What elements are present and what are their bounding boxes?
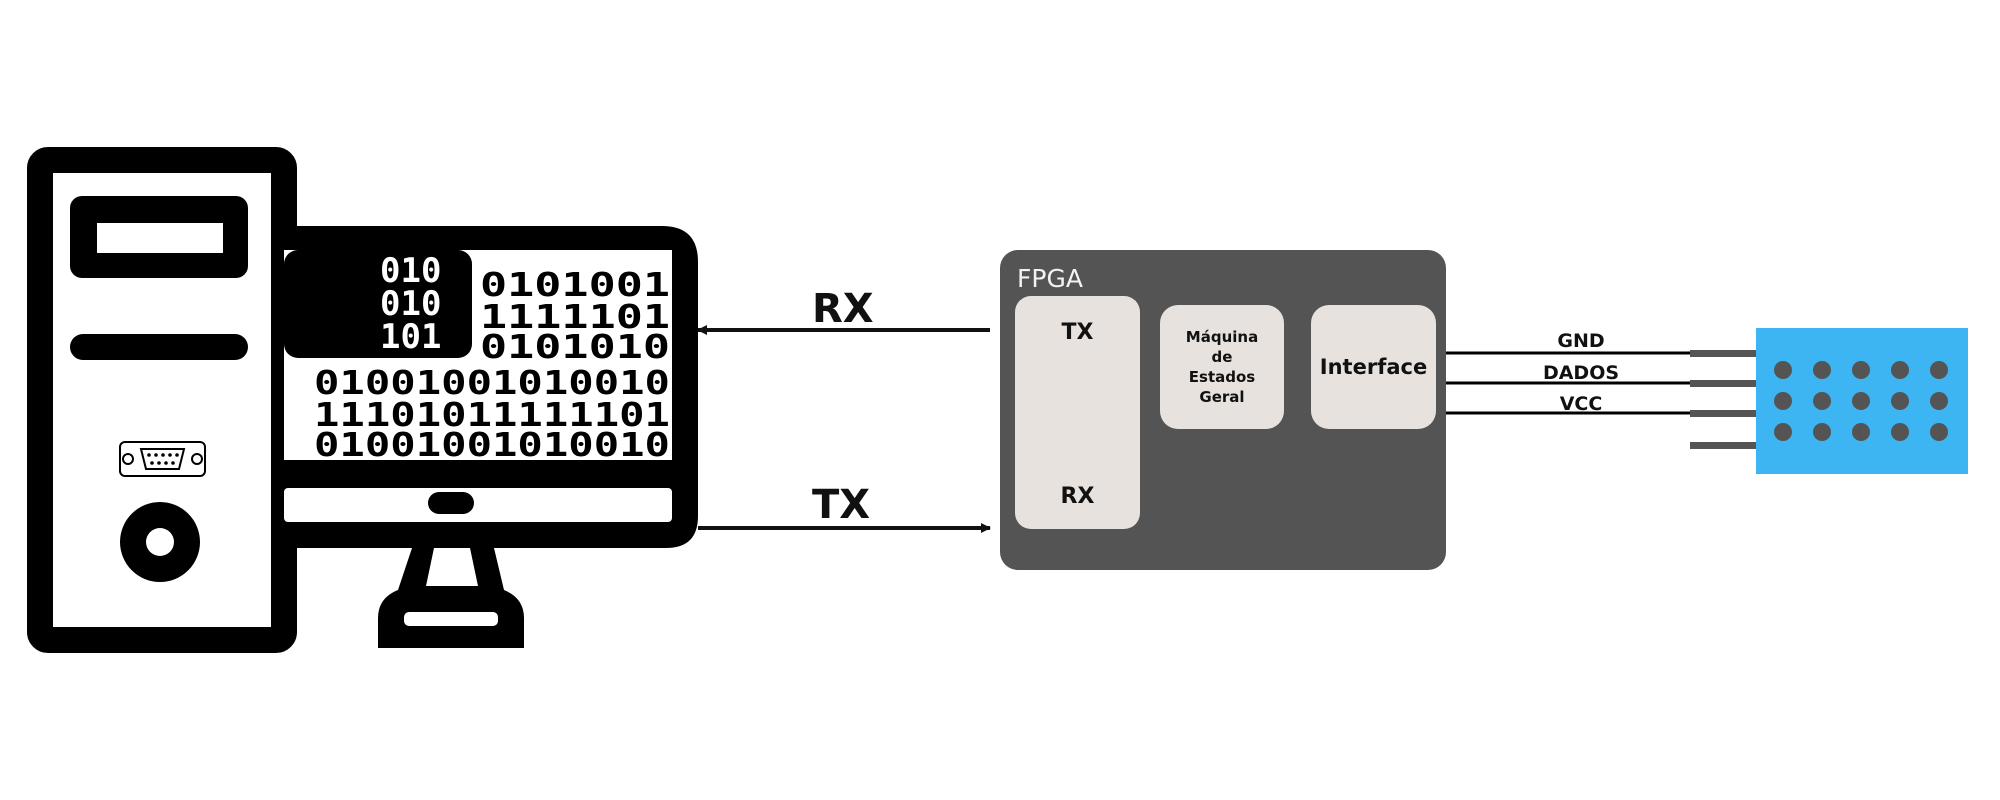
pin-label-vcc: VCC bbox=[1560, 393, 1603, 415]
uart-module: TX RX bbox=[1015, 296, 1140, 529]
sensor-wires bbox=[1446, 350, 1756, 449]
binary-line: 010 bbox=[380, 284, 441, 324]
pin-label-gnd: GND bbox=[1557, 330, 1604, 352]
interface-label: Interface bbox=[1319, 355, 1428, 379]
state-machine-module: Máquina de Estados Geral bbox=[1160, 305, 1284, 429]
monitor-icon bbox=[284, 226, 698, 648]
rx-link-label: RX bbox=[812, 286, 874, 332]
binary-line: 01001001010010 bbox=[314, 363, 670, 402]
sensor-module-icon bbox=[1756, 328, 1968, 474]
uart-rx-label: RX bbox=[1060, 484, 1095, 509]
binary-line: 0101001 bbox=[480, 265, 670, 304]
binary-line: 11101011111101 bbox=[314, 395, 670, 434]
tx-link-label: TX bbox=[812, 482, 870, 528]
fpga-title: FPGA bbox=[1017, 264, 1083, 293]
state-machine-label: Máquina de Estados Geral bbox=[1185, 328, 1259, 406]
interface-module: Interface bbox=[1311, 305, 1436, 429]
uart-tx-label: TX bbox=[1061, 320, 1094, 345]
binary-line: 0101010 bbox=[480, 327, 670, 366]
binary-line: 1111101 bbox=[480, 297, 670, 336]
binary-text-bottom: 01001001010010 11101011111101 0100100101… bbox=[314, 363, 670, 464]
binary-text-right: 0101001 1111101 0101010 bbox=[480, 265, 670, 366]
binary-line: 010 bbox=[380, 251, 441, 291]
computer-tower-icon bbox=[27, 147, 297, 653]
binary-text-panel: 010 010 101 bbox=[380, 251, 441, 357]
serial-port-icon bbox=[119, 441, 206, 477]
binary-line: 01001001010010 bbox=[314, 425, 670, 464]
binary-line: 101 bbox=[380, 317, 441, 357]
pin-label-dados: DADOS bbox=[1543, 362, 1619, 384]
